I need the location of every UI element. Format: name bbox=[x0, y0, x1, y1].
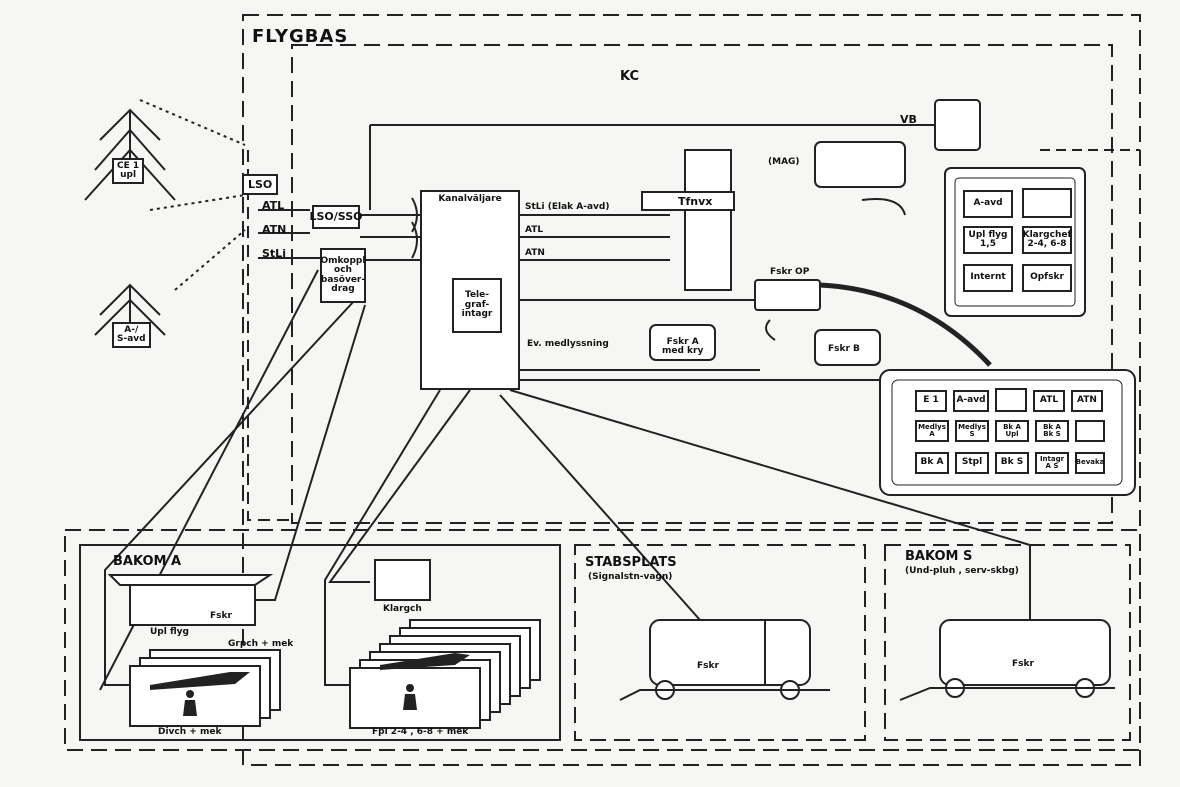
stabsplats-subtitle: (Signalstn-vagn) bbox=[588, 572, 673, 582]
bakom-s-border bbox=[884, 544, 1131, 741]
panel-btn-medlys-a[interactable]: Medlys A bbox=[915, 420, 949, 442]
bakom-a-border bbox=[79, 544, 561, 741]
antenna-top bbox=[84, 108, 176, 201]
panel-btn-medlys-s[interactable]: Medlys S bbox=[955, 420, 989, 442]
bakom-s-subtitle: (Und-pluh , serv-skbg) bbox=[905, 566, 1019, 576]
kc-label: KC bbox=[620, 69, 640, 84]
flygbas-title: FLYGBAS bbox=[252, 26, 349, 47]
panel-btn-bka-bks[interactable]: Bk A Bk S bbox=[1035, 420, 1069, 442]
stli-elak-label: StLi (Elak A-avd) bbox=[525, 202, 610, 212]
ev-medlyssning-label: Ev. medlyssning bbox=[527, 339, 609, 349]
kc-border bbox=[291, 44, 1113, 524]
bottom-region-border bbox=[64, 529, 1141, 751]
panel-top-btn-upl-flyg[interactable]: Upl flyg 1,5 bbox=[963, 226, 1013, 254]
panel-btn-blank-2[interactable] bbox=[1075, 420, 1105, 442]
panel-top-btn-internt[interactable]: Internt bbox=[963, 264, 1013, 292]
omkoppl-box: Omkoppl och basöver- drag bbox=[320, 248, 366, 303]
panel-btn-blank-1[interactable] bbox=[995, 388, 1027, 412]
tfnvx-label: Tfnvx bbox=[678, 195, 713, 208]
upl-flyg-label: Upl flyg bbox=[150, 627, 189, 637]
klargch-label: Klargch bbox=[383, 604, 422, 614]
bakom-a-title: BAKOM A bbox=[113, 554, 182, 569]
trunk-atn-label: ATN bbox=[262, 223, 287, 236]
panel-top-btn-klargchef[interactable]: Klargchef 2-4, 6-8 bbox=[1022, 226, 1072, 254]
fskr-op-label: Fskr OP bbox=[770, 267, 810, 277]
panel-top-btn-a-avd[interactable]: A-avd bbox=[963, 190, 1013, 218]
panel-btn-intagr[interactable]: Intagr A S bbox=[1035, 452, 1069, 474]
panel-btn-atl[interactable]: ATL bbox=[1033, 390, 1065, 412]
lso-sso-box: LSO/SSO bbox=[310, 205, 363, 229]
lso-label: LSO bbox=[242, 174, 279, 195]
ce1-upl-label: CE 1 upl bbox=[112, 158, 145, 184]
truck-stabsplats bbox=[649, 619, 811, 686]
stabsplats-fskr-label: Fskr bbox=[697, 661, 719, 671]
panel-top-btn-blank[interactable] bbox=[1022, 188, 1072, 218]
panel-top-btn-opfskr[interactable]: Opfskr bbox=[1022, 264, 1072, 292]
stabsplats-title: STABSPLATS bbox=[585, 555, 677, 570]
panel-btn-stpl[interactable]: Stpl bbox=[955, 452, 989, 474]
panel-btn-atn[interactable]: ATN bbox=[1071, 390, 1103, 412]
vb-label: VB bbox=[900, 113, 917, 126]
atl-line-label: ATL bbox=[525, 225, 544, 235]
bakom-s-fskr-label: Fskr bbox=[1012, 659, 1034, 669]
panel-btn-bevaka[interactable]: Bevaka bbox=[1075, 452, 1105, 474]
panel-btn-e1[interactable]: E 1 bbox=[915, 390, 947, 412]
panel-btn-bka-upl[interactable]: Bk A Upl bbox=[995, 420, 1029, 442]
divch-label: Divch + mek bbox=[158, 727, 222, 737]
trunk-atl-label: ATL bbox=[262, 199, 285, 212]
kanalvaljare-label: Kanalväljare bbox=[438, 194, 502, 204]
truck-bakom-s bbox=[939, 619, 1111, 686]
atn-line-label: ATN bbox=[525, 248, 545, 258]
bakom-a-fskr-label: Fskr bbox=[210, 611, 232, 621]
panel-btn-bk-a[interactable]: Bk A bbox=[915, 452, 949, 474]
telegraf-box: Tele- graf- intagr bbox=[452, 278, 502, 333]
fskr-b-label: Fskr B bbox=[828, 344, 860, 354]
grpch-label: Grpch + mek bbox=[228, 639, 294, 649]
fpl-label: Fpl 2-4 , 6-8 + mek bbox=[372, 727, 469, 737]
trunk-stli-label: StLi bbox=[262, 247, 286, 260]
panel-btn-a-avd[interactable]: A-avd bbox=[953, 390, 989, 412]
flygbas-border bbox=[242, 14, 1141, 766]
panel-btn-bk-s[interactable]: Bk S bbox=[995, 452, 1029, 474]
bakom-s-title: BAKOM S bbox=[905, 549, 973, 564]
stabsplats-border bbox=[574, 544, 866, 741]
a-s-avd-label: A-/ S-avd bbox=[112, 322, 151, 348]
fskr-a-label: Fskr A med kry bbox=[662, 337, 704, 356]
mag-label: (MAG) bbox=[768, 157, 800, 167]
